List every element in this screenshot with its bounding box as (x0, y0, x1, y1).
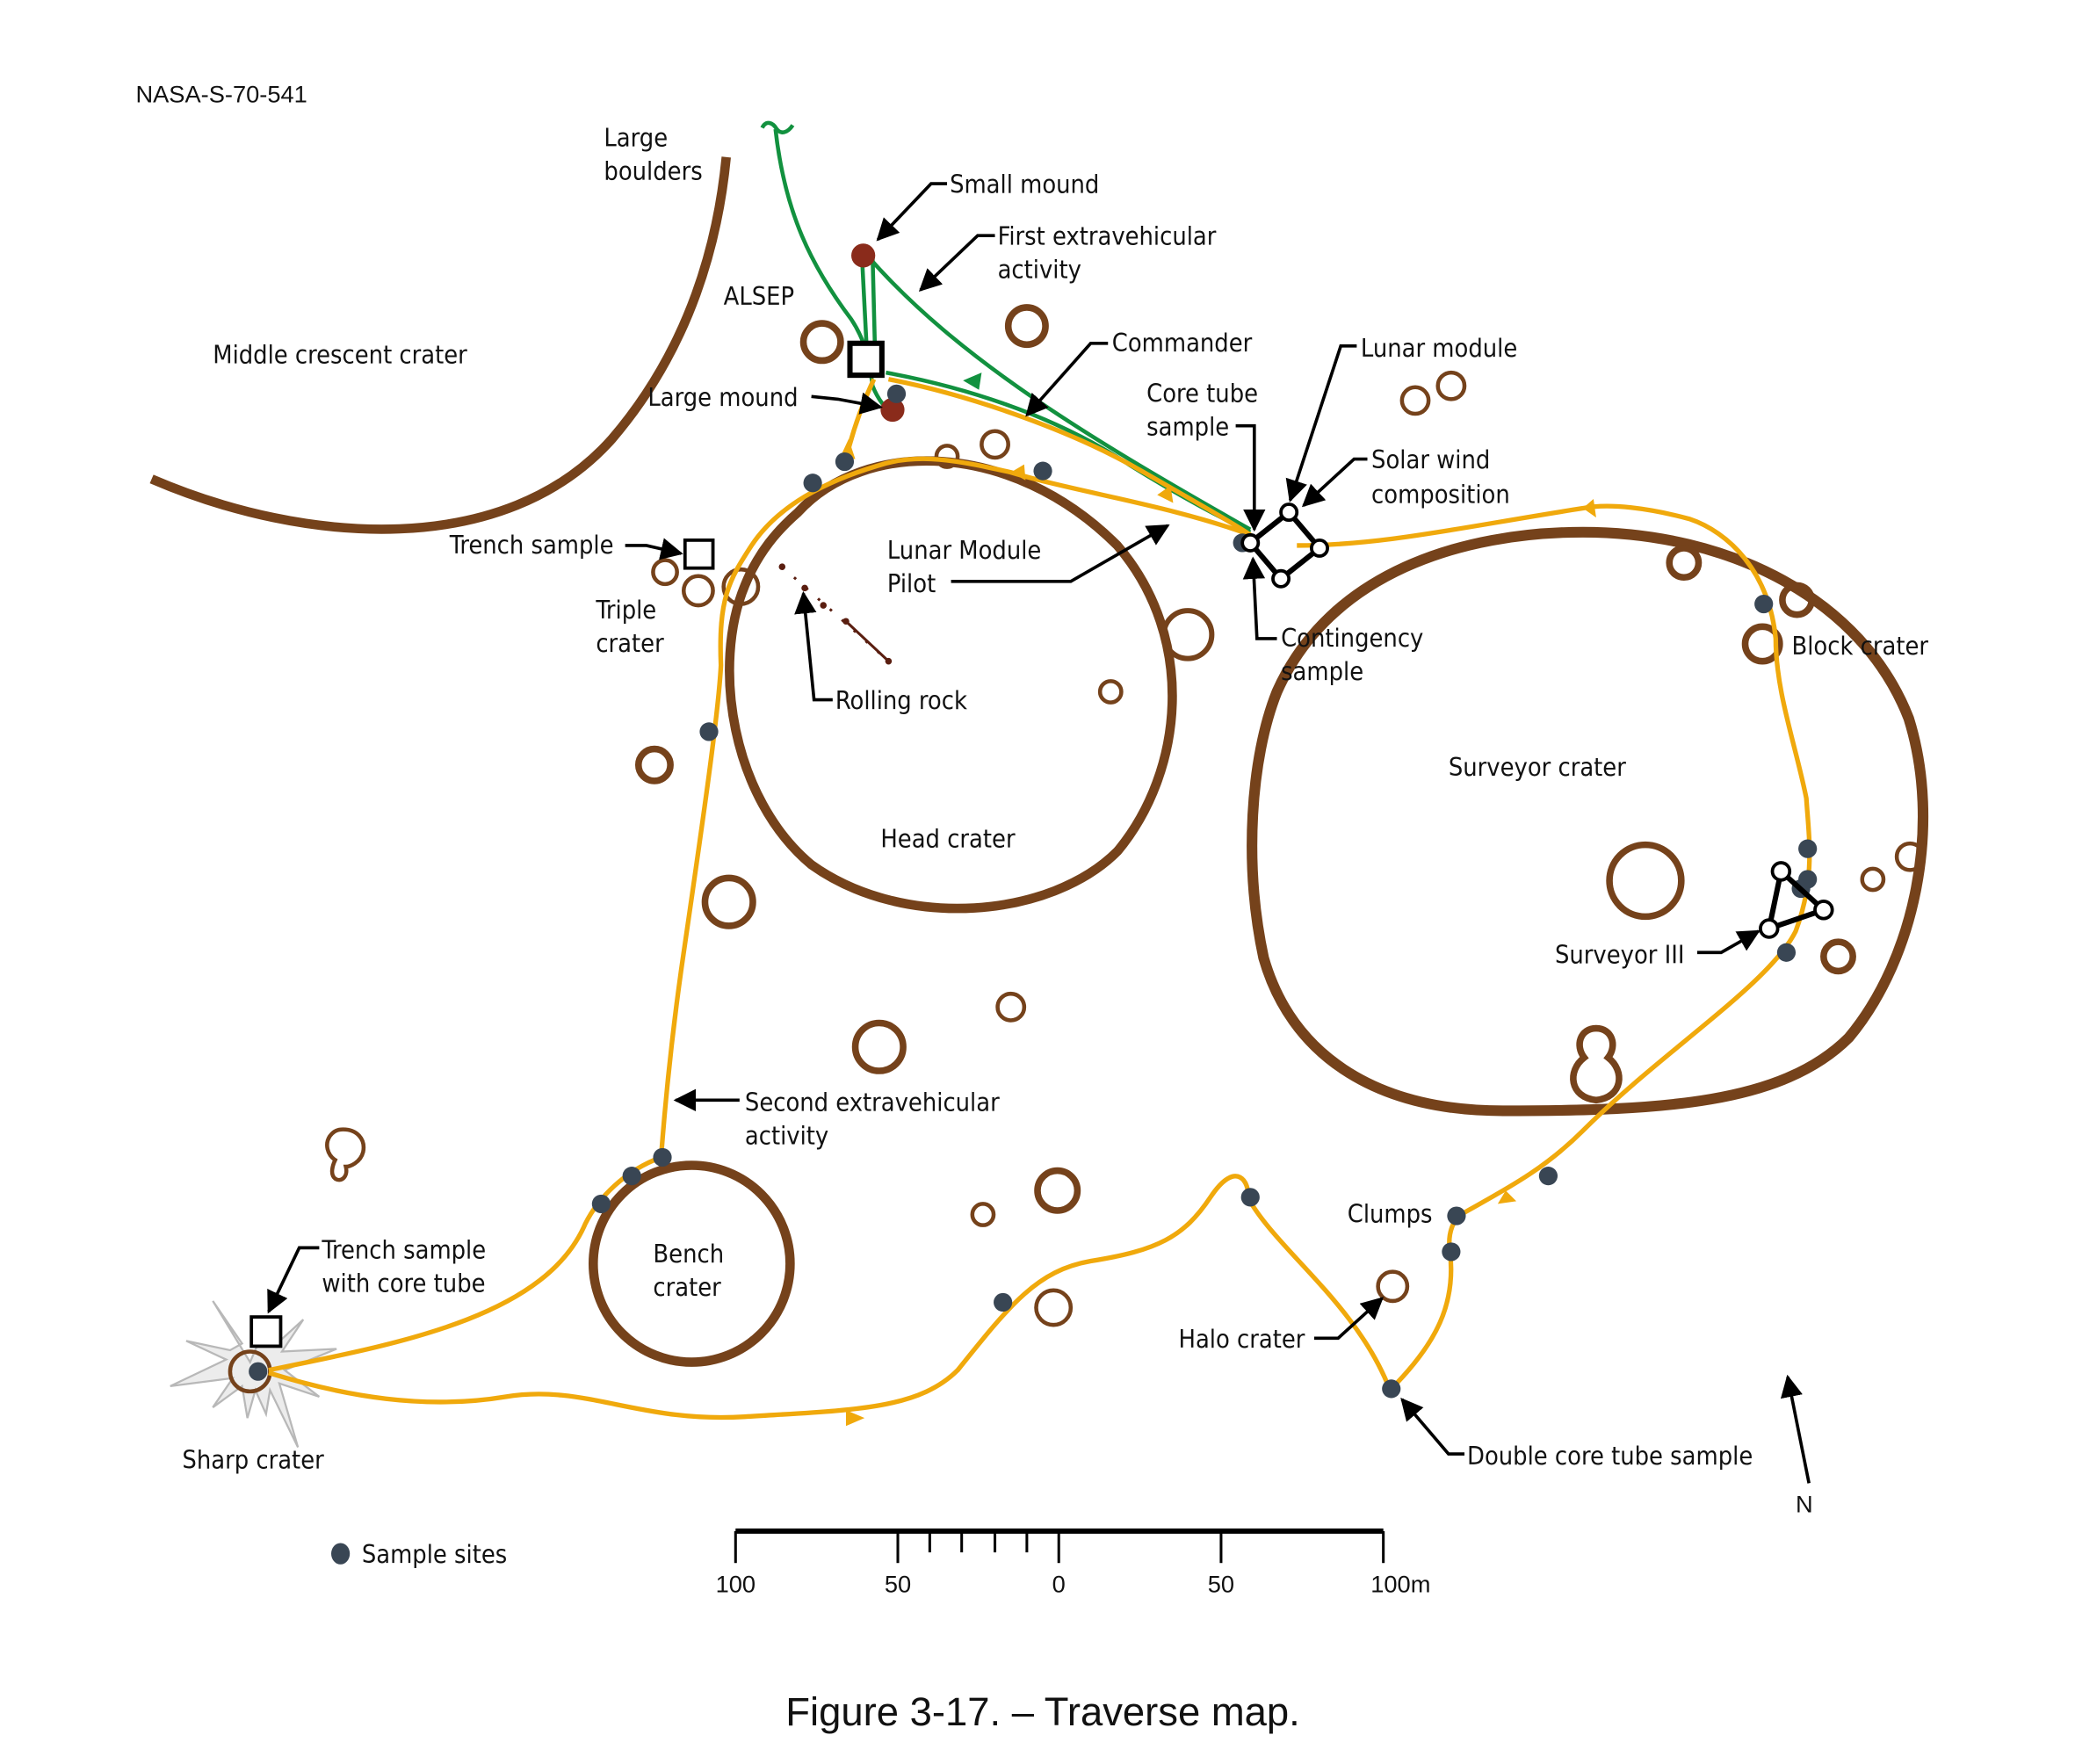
small-crater (934, 444, 960, 469)
halo-crater (1376, 1269, 1410, 1304)
label-triple-crater-2: crater (596, 628, 664, 658)
label-surveyor-crater: Surveyor crater (1449, 752, 1626, 782)
map-labels: Large boulders Middle crescent crater Sm… (182, 123, 1928, 1475)
north-arrow: N (1780, 1374, 1813, 1518)
label-contingency-1: Contingency (1281, 623, 1423, 653)
label-lm-pilot-2: Pilot (887, 568, 936, 598)
label-bench-crater-1: Bench (653, 1239, 724, 1269)
label-lunar-module: Lunar module (1361, 333, 1517, 363)
label-trench-sample: Trench sample (449, 530, 614, 560)
rolling-rock-track (778, 563, 893, 665)
leader-lines (267, 182, 1760, 1456)
small-crater (634, 745, 674, 784)
small-crater (681, 574, 715, 608)
label-large-mound: Large mound (647, 382, 798, 412)
label-core-tube-2: sample (1146, 411, 1229, 441)
scale-tick-label: 100 (716, 1571, 756, 1598)
small-crater (851, 1019, 907, 1074)
legend-sample-site-icon (331, 1543, 351, 1565)
scale-tick-label: 50 (885, 1571, 911, 1598)
small-crater (1606, 841, 1685, 921)
small-crater (995, 991, 1027, 1023)
label-solar-wind-2: composition (1371, 479, 1510, 509)
small-crater (1160, 608, 1215, 662)
label-first-eva-2: activity (998, 255, 1081, 285)
label-trench-core-2: with core tube (322, 1268, 485, 1298)
small-crater (1860, 866, 1886, 893)
bench-crater-rim (588, 1160, 795, 1367)
label-trench-core-1: Trench sample (321, 1234, 486, 1264)
small-crater (721, 567, 761, 606)
small-crater (1399, 385, 1431, 416)
small-crater (1435, 370, 1467, 401)
label-sharp-crater: Sharp crater (182, 1445, 324, 1475)
small-crater (1894, 841, 1926, 872)
small-crater (651, 558, 679, 587)
label-second-eva-1: Second extravehicular (745, 1087, 1000, 1117)
label-triple-crater-1: Triple (595, 595, 656, 625)
sample-sites (249, 384, 1818, 1399)
alsep-marker (847, 340, 885, 379)
trench-core-marker (249, 1315, 283, 1348)
label-double-core: Double core tube sample (1467, 1441, 1753, 1471)
small-crater (701, 874, 756, 929)
label-first-eva-1: First extravehicular (998, 221, 1217, 251)
label-bench-crater-2: crater (653, 1272, 721, 1302)
small-crater (970, 1202, 996, 1227)
label-clumps: Clumps (1348, 1199, 1433, 1229)
scale-bar: 100 50 0 50 100m (716, 1528, 1430, 1598)
small-crater (799, 320, 844, 365)
label-solar-wind-1: Solar wind (1371, 445, 1490, 474)
small-crater (1820, 938, 1856, 975)
label-second-eva-2: activity (745, 1120, 828, 1150)
small-crater (1004, 304, 1049, 349)
label-lm-pilot-1: Lunar Module (887, 535, 1041, 565)
small-crater (1034, 1167, 1081, 1214)
scale-tick-label: 50 (1208, 1571, 1234, 1598)
double-crater (1570, 1024, 1623, 1104)
label-head-crater: Head crater (880, 824, 1016, 854)
legend: Sample sites (331, 1539, 507, 1569)
small-crater (1034, 1288, 1074, 1327)
small-crater (1666, 545, 1703, 582)
label-contingency-2: sample (1281, 656, 1363, 686)
large-mound-marker (880, 397, 905, 423)
label-core-tube-1: Core tube (1146, 378, 1258, 408)
small-mound-marker (851, 243, 876, 268)
label-small-mound: Small mound (950, 170, 1099, 199)
small-crater (1779, 582, 1815, 618)
label-commander: Commander (1112, 328, 1253, 358)
figure-id: NASA-S-70-541 (135, 81, 307, 108)
scale-tick-label: 0 (1052, 1571, 1066, 1598)
label-large-boulders-1: Large (604, 123, 668, 153)
legend-sample-sites-label: Sample sites (362, 1539, 507, 1569)
lunar-module-symbol (1240, 502, 1329, 589)
small-craters (325, 304, 1926, 1327)
label-surveyor-iii: Surveyor III (1555, 939, 1685, 969)
trench-sample-marker (683, 538, 715, 570)
label-alsep: ALSEP (724, 281, 794, 311)
label-middle-crescent: Middle crescent crater (213, 340, 467, 370)
second-eva-path (268, 377, 1812, 1427)
small-crater (980, 429, 1010, 460)
north-label: N (1796, 1491, 1813, 1518)
label-block-crater: Block crater (1791, 631, 1928, 661)
middle-crescent-crater-rim (149, 156, 731, 534)
label-rolling-rock: Rolling rock (835, 685, 967, 715)
surveyor-crater-rim (1247, 526, 1929, 1117)
scale-tick-label: 100m (1370, 1571, 1430, 1598)
surveyor-iii-symbol (1759, 861, 1834, 939)
keyhole-crater (325, 1127, 366, 1182)
label-large-boulders-2: boulders (604, 156, 702, 186)
head-crater-rim (725, 456, 1177, 914)
small-crater (1097, 679, 1124, 705)
label-halo-crater: Halo crater (1178, 1324, 1305, 1354)
block-crater (1741, 623, 1783, 665)
figure-caption: Figure 3-17. – Traverse map. (785, 1689, 1300, 1734)
